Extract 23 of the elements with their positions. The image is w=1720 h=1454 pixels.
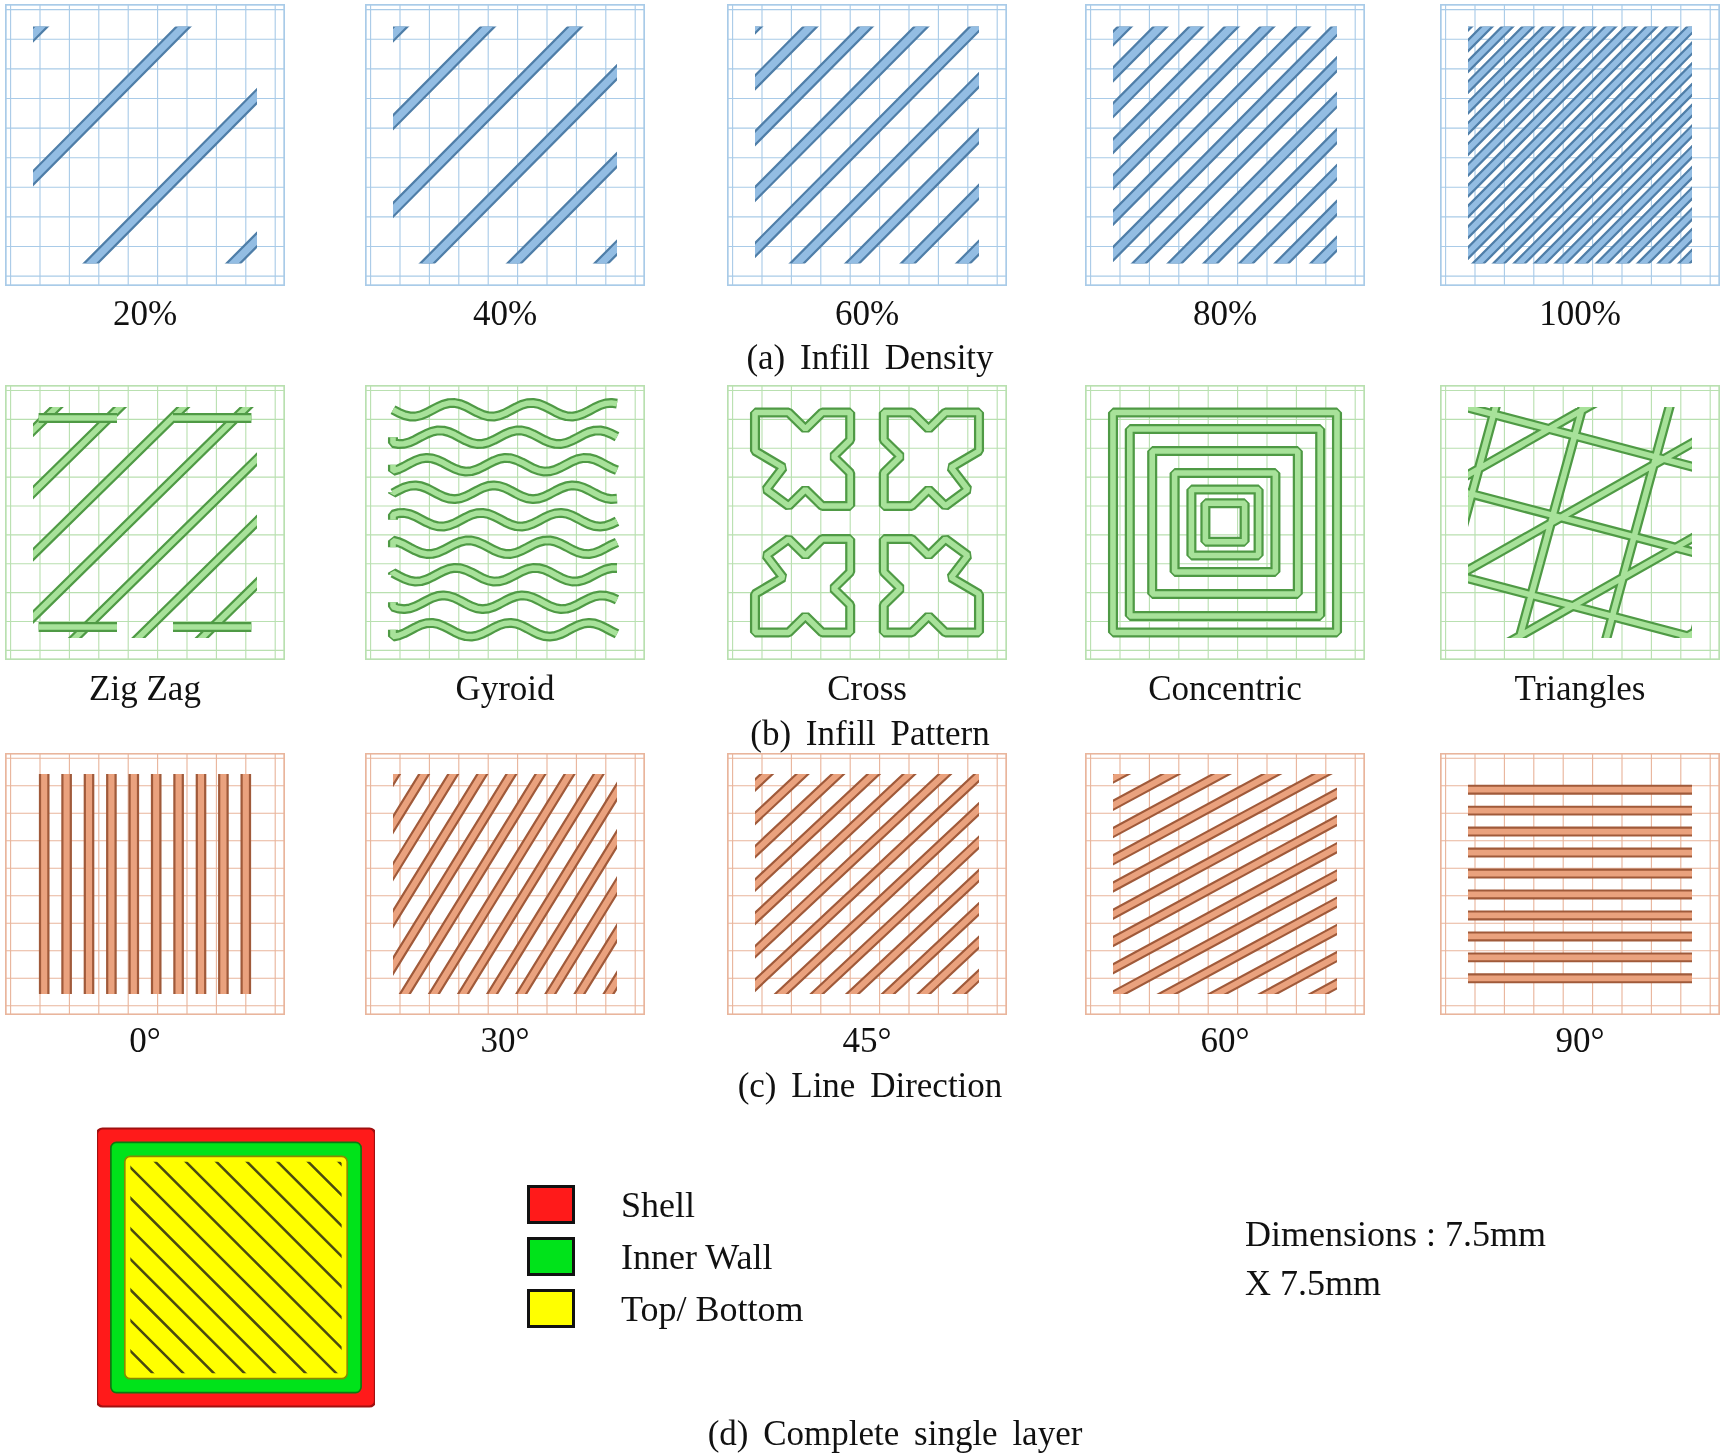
tile-label: 45° — [841, 1023, 893, 1058]
subfigure-caption: (b) Infill Pattern — [749, 716, 991, 751]
tile-label: Zig Zag — [88, 671, 202, 706]
tile-label: Cross — [826, 671, 908, 706]
dimensions-note: Dimensions : 7.5mm X 7.5mm — [1245, 1213, 1547, 1305]
tile-label: 60% — [833, 296, 901, 331]
tile-label: 100% — [1538, 296, 1622, 331]
legend-label: Top/ Bottom — [621, 1290, 804, 1327]
tile-label: 20% — [111, 296, 179, 331]
subfigure-caption: (a) Infill Density — [745, 340, 995, 375]
legend-label: Shell — [621, 1186, 695, 1223]
tile-label: 90° — [1554, 1023, 1606, 1058]
tile-label: 30° — [479, 1023, 531, 1058]
subfigure-caption: (c) Line Direction — [736, 1068, 1004, 1103]
tile-label: 80% — [1191, 296, 1259, 331]
tile-label: 40% — [471, 296, 539, 331]
tile-label: Gyroid — [454, 671, 556, 706]
tile-label: Concentric — [1147, 671, 1303, 706]
subfigure-caption: (d) Complete single layer — [706, 1416, 1084, 1451]
tile-label: Triangles — [1513, 671, 1647, 706]
legend-label: Inner Wall — [621, 1238, 773, 1275]
tile-label: 0° — [128, 1023, 162, 1058]
tile-label: 60° — [1199, 1023, 1251, 1058]
